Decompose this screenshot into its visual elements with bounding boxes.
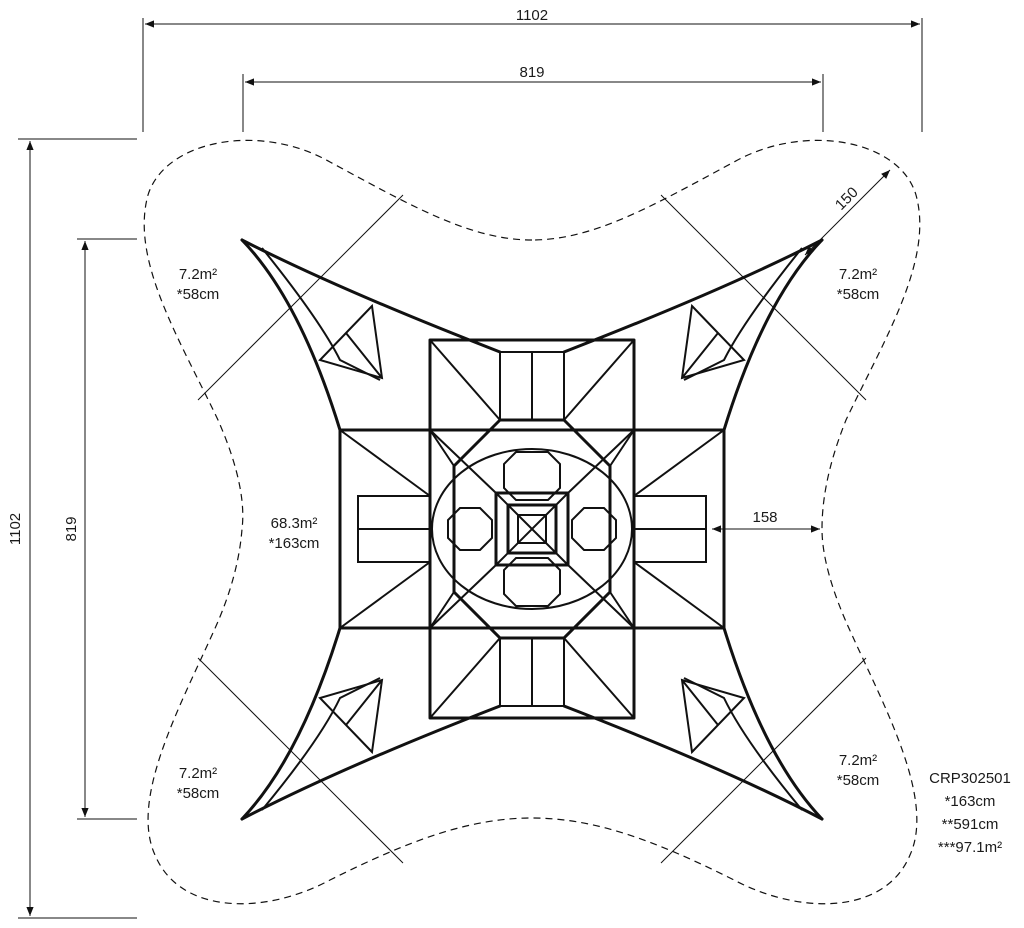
zone-area-top-left: 7.2m² — [179, 266, 217, 283]
product-info-block: CRP302501 *163cm **591cm ***97.1m² — [929, 770, 1011, 856]
dimension-outer-height: 1102 — [7, 138, 137, 919]
zone-area-bottom-left: 7.2m² — [179, 765, 217, 782]
zone-height-top-left: *58cm — [177, 286, 220, 303]
climbing-net-structure — [240, 238, 824, 821]
dimension-side-clearance: 158 — [712, 509, 820, 533]
outer-height-label: 1102 — [7, 513, 24, 545]
dimension-inner-height: 819 — [63, 238, 137, 820]
product-total-area: ***97.1m² — [938, 839, 1002, 856]
zone-height-bottom-right: *58cm — [837, 772, 880, 789]
product-fall-height: *163cm — [945, 793, 996, 810]
zone-label-top-left: 7.2m² *58cm — [177, 266, 220, 303]
outer-width-label: 1102 — [516, 7, 548, 24]
product-total-height: **591cm — [942, 816, 999, 833]
zone-label-bottom-right: 7.2m² *58cm — [837, 752, 880, 789]
inner-height-label: 819 — [63, 516, 80, 541]
corner-reach-label: 150 — [832, 184, 862, 214]
dimension-outer-width: 1102 — [142, 7, 923, 132]
zone-area-bottom-right: 7.2m² — [839, 752, 877, 769]
safety-area-outline — [143, 139, 921, 905]
zone-area-top-right: 7.2m² — [839, 266, 877, 283]
inner-width-label: 819 — [519, 64, 544, 81]
zone-height-top-right: *58cm — [837, 286, 880, 303]
zone-label-center: 68.3m² *163cm — [269, 515, 320, 552]
side-clearance-label: 158 — [752, 509, 777, 526]
zone-height-bottom-left: *58cm — [177, 785, 220, 802]
zone-height-center: *163cm — [269, 535, 320, 552]
zone-label-bottom-left: 7.2m² *58cm — [177, 765, 220, 802]
dimension-inner-width: 819 — [242, 64, 824, 132]
zone-area-center: 68.3m² — [271, 515, 318, 532]
product-code: CRP302501 — [929, 770, 1011, 787]
zone-label-top-right: 7.2m² *58cm — [837, 266, 880, 303]
